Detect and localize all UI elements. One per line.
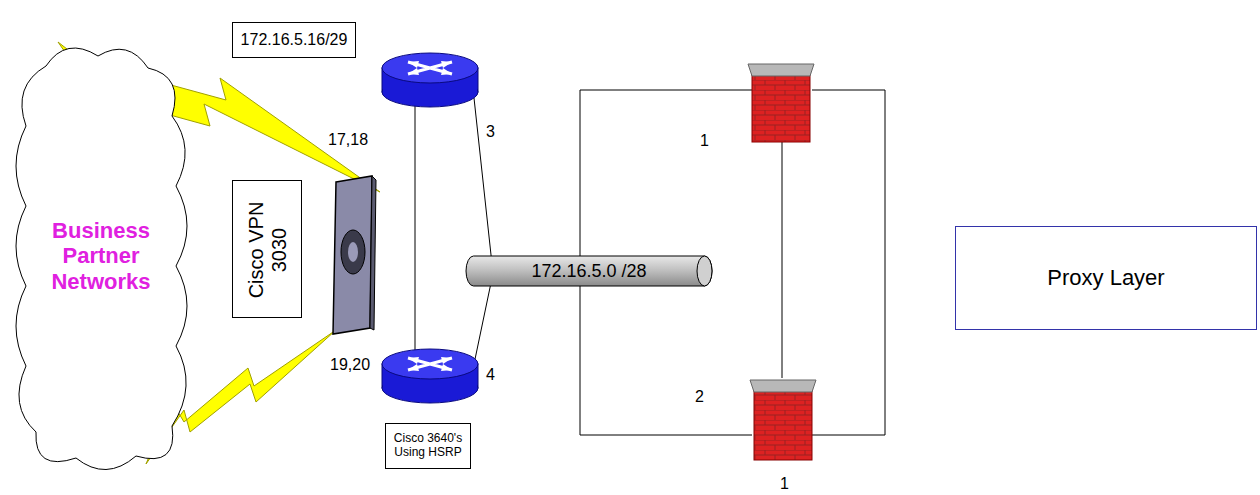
node-text: Business Partner Networks: [43, 218, 159, 294]
router-symbol: [382, 349, 478, 403]
callout-number: 19,20: [330, 356, 370, 374]
network-cloud: Business Partner Networks: [6, 36, 196, 476]
layer-box: Proxy Layer: [955, 226, 1257, 330]
callout-number: 3: [486, 123, 495, 141]
router-symbol: [382, 53, 478, 107]
callout-number: 1: [780, 475, 789, 493]
node-text: 172.16.5.0 /28: [531, 261, 646, 282]
node-text: Cisco 3640's Using HSRP: [390, 432, 466, 460]
device-label-box: Cisco VPN 3030: [232, 180, 302, 318]
firewall-symbol: [748, 64, 814, 142]
node-text: Proxy Layer: [1047, 265, 1164, 290]
node-text: 172.16.5.16/29: [241, 31, 348, 49]
router-link: [474, 98, 492, 264]
router-link: [474, 278, 492, 364]
vpn-device: [333, 176, 376, 334]
rotated-label: Cisco VPN 3030: [244, 188, 292, 312]
subnet-box: 172.16.5.16/29: [232, 22, 356, 58]
callout-number: 1: [700, 132, 709, 150]
note-box: Cisco 3640's Using HSRP: [385, 423, 471, 469]
firewall-symbol: [750, 380, 816, 460]
callout-number: 2: [695, 388, 704, 406]
router-link: [415, 100, 416, 360]
callout-number: 4: [486, 366, 495, 384]
callout-number: 17,18: [328, 131, 368, 149]
network-segment: 172.16.5.0 /28: [466, 256, 712, 286]
